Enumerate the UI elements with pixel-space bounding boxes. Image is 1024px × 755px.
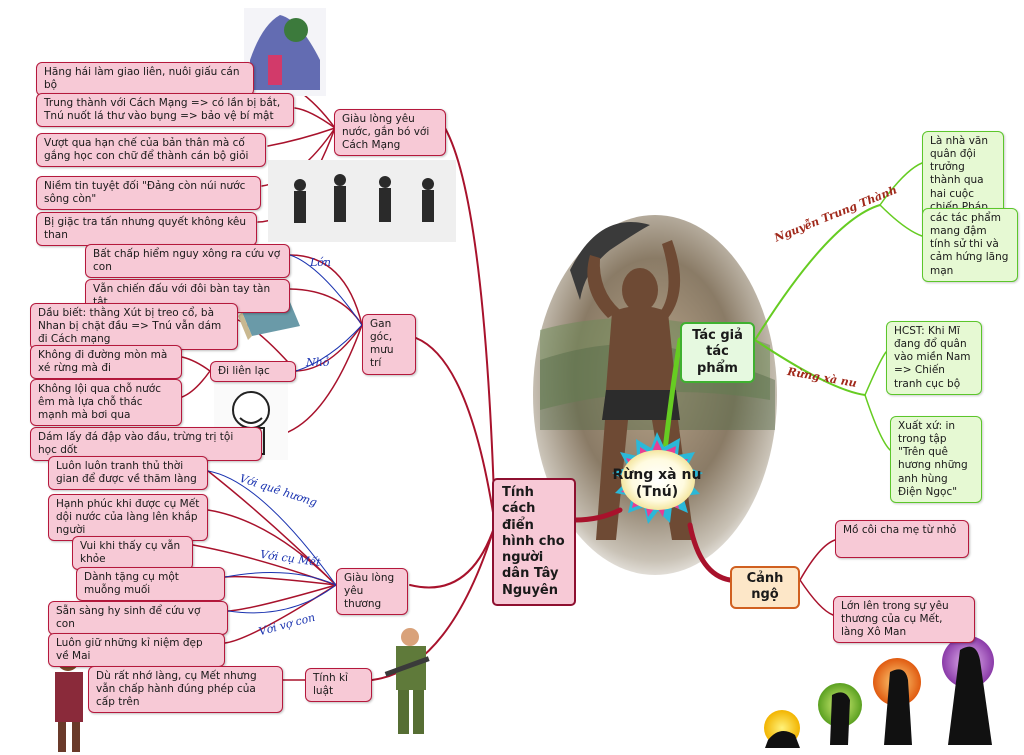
item-mo-coi[interactable]: Mồ côi cha mẹ từ nhỏ	[835, 520, 969, 558]
branch-yeu-thuong[interactable]: Giàu lòng yêu thương	[336, 568, 408, 616]
item-hy-sinh[interactable]: Sẵn sàng hy sinh để cứu vợ con	[48, 601, 228, 636]
main-topic-left[interactable]: Tính cách điển hình cho người dân Tây Ng…	[492, 478, 576, 606]
item-chap-hanh[interactable]: Dù rất nhớ làng, cụ Mết nhưng vẫn chấp h…	[88, 666, 283, 714]
item-hoc-chu[interactable]: Vượt qua hạn chế của bản thân mà cố gắng…	[36, 133, 266, 168]
torture-illustration	[268, 160, 456, 242]
item-di-cach-mang[interactable]: Dầu biết: thằng Xút bị treo cổ, bà Nhan …	[30, 303, 238, 351]
growth-silhouettes	[764, 636, 994, 748]
branch-gan-goc[interactable]: Gan góc, mưu trí	[362, 314, 416, 375]
item-ban-tay-tan-tat[interactable]: Vẫn chiến đấu với đôi bàn tay tàn tật	[85, 279, 290, 314]
item-nha-van[interactable]: Là nhà văn quân đội trưởng thành qua hai…	[922, 131, 1004, 231]
item-xuat-xu[interactable]: Xuất xứ: in trong tập "Trên quê hương nh…	[890, 416, 982, 503]
sub-di-lien-lac[interactable]: Đi liên lạc	[210, 361, 296, 383]
item-niem-tin[interactable]: Niềm tin tuyệt đối "Đảng còn núi nước sô…	[36, 176, 261, 211]
item-su-thi[interactable]: các tác phẩm mang đậm tính sử thi và cảm…	[922, 208, 1018, 282]
branch-tac-gia[interactable]: Tác giả tác phẩm	[680, 322, 755, 383]
center-subtitle: (Tnú)	[635, 483, 679, 500]
item-giao-lien[interactable]: Hăng hái làm giao liên, nuôi giấu cán bộ	[36, 62, 254, 97]
branch-yeu-nuoc[interactable]: Giàu lòng yêu nước, gắn bó với Cách Mạng	[334, 109, 446, 157]
edge-label-lon: Lớn	[310, 256, 332, 269]
village-illustration	[244, 8, 326, 96]
branch-ki-luat[interactable]: Tính kỉ luật	[305, 668, 372, 703]
red-connectors	[181, 71, 836, 681]
item-ve-tham-lang[interactable]: Luôn luôn tranh thủ thời gian để được về…	[48, 456, 208, 491]
item-trung-thanh[interactable]: Trung thành với Cách Mạng => có lần bị b…	[36, 93, 294, 128]
item-lon-len[interactable]: Lớn lên trong sự yêu thương của cụ Mết, …	[833, 596, 975, 644]
item-doi-nuoc[interactable]: Hạnh phúc khi được cụ Mết dội nước của l…	[48, 494, 208, 542]
item-ki-niem-mai[interactable]: Luôn giữ những kỉ niệm đẹp về Mai	[48, 633, 225, 668]
center-topic: Rừng xà nu (Tnú)	[612, 467, 702, 501]
item-cu-khoe[interactable]: Vui khi thấy cụ vẫn khỏe	[72, 536, 193, 571]
item-xe-rung[interactable]: Không đi đường mòn mà xé rừng mà đi	[30, 345, 182, 380]
branch-canh-ngo[interactable]: Cảnh ngộ	[730, 566, 800, 609]
item-thac-manh[interactable]: Không lội qua chỗ nước êm mà lựa chỗ thá…	[30, 379, 182, 427]
item-muong-muoi[interactable]: Dành tặng cụ một muỗng muối	[76, 567, 225, 602]
edge-label-nho: Nhỏ	[306, 356, 330, 369]
soldier-illustration	[384, 628, 430, 734]
blue-connectors	[207, 254, 363, 614]
item-tra-tan[interactable]: Bị giặc tra tấn nhưng quyết không kêu th…	[36, 212, 257, 247]
center-badge	[612, 432, 703, 524]
item-cuu-vo-con[interactable]: Bất chấp hiểm nguy xông ra cứu vợ con	[85, 244, 290, 279]
item-hcst[interactable]: HCST: Khi Mĩ đang đổ quân vào miền Nam =…	[886, 321, 982, 395]
center-title: Rừng xà nu	[612, 467, 702, 483]
green-connectors	[662, 162, 923, 453]
